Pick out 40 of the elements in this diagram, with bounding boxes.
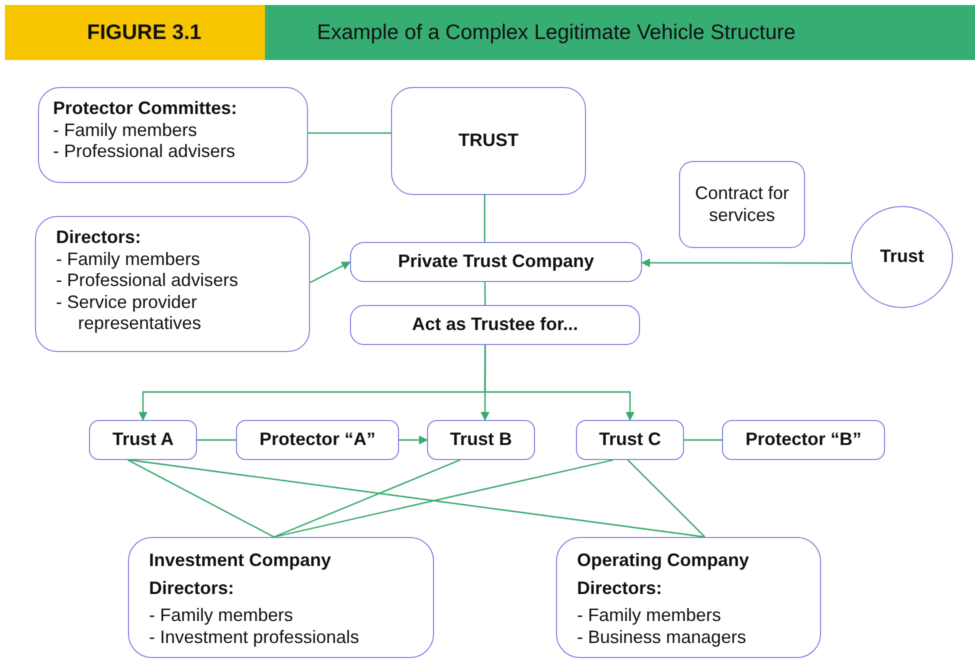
- box-heading: Directors:: [56, 227, 142, 249]
- figure-number: FIGURE 3.1: [87, 20, 202, 44]
- entity-box: [350, 305, 640, 345]
- entity-box: [89, 420, 197, 460]
- box-label: TRUST: [458, 130, 518, 152]
- list-item: - Family members: [577, 605, 722, 627]
- box-label: Trust: [880, 246, 924, 268]
- box-heading: Protector Committes:: [53, 98, 238, 120]
- entity-box: [236, 420, 399, 460]
- list-item: - Family members: [56, 248, 202, 270]
- title: Example of a Complex Legitimate Vehicle Structure: [317, 20, 796, 44]
- box-heading: Operating Company: [577, 550, 750, 572]
- list-item: - Business managers: [577, 626, 748, 648]
- entity-box: [391, 87, 586, 195]
- box-label: Trust B: [450, 429, 512, 451]
- list-item: - Service provider representatives: [56, 292, 202, 335]
- entity-box: [556, 537, 821, 658]
- box-label: Protector “B”: [745, 429, 862, 451]
- list-item: - Family members: [53, 120, 198, 142]
- entity-box: [722, 420, 885, 460]
- entity-box: [38, 87, 308, 183]
- box-label: Protector “A”: [259, 429, 376, 451]
- list-item: - Family members: [149, 605, 294, 627]
- entity-box: [427, 420, 535, 460]
- entity-box: [35, 216, 310, 352]
- box-label: Private Trust Company: [398, 251, 594, 273]
- list-item: - Professional advisers: [53, 141, 236, 163]
- list-item: - Professional advisers: [56, 270, 240, 292]
- entity-box: [679, 161, 805, 248]
- entity-box: [350, 242, 642, 282]
- box-label: Trust A: [112, 429, 174, 451]
- entity-box: [576, 420, 684, 460]
- box-heading: Directors:: [149, 578, 236, 600]
- box-heading: Investment Company: [149, 550, 332, 572]
- box-label: Act as Trustee for...: [412, 314, 578, 336]
- entity-box: [128, 537, 434, 658]
- box-label: Contract for services: [694, 182, 790, 226]
- box-label: Trust C: [598, 429, 661, 451]
- box-heading: Directors:: [577, 578, 664, 600]
- list-item: - Investment professionals: [149, 626, 360, 648]
